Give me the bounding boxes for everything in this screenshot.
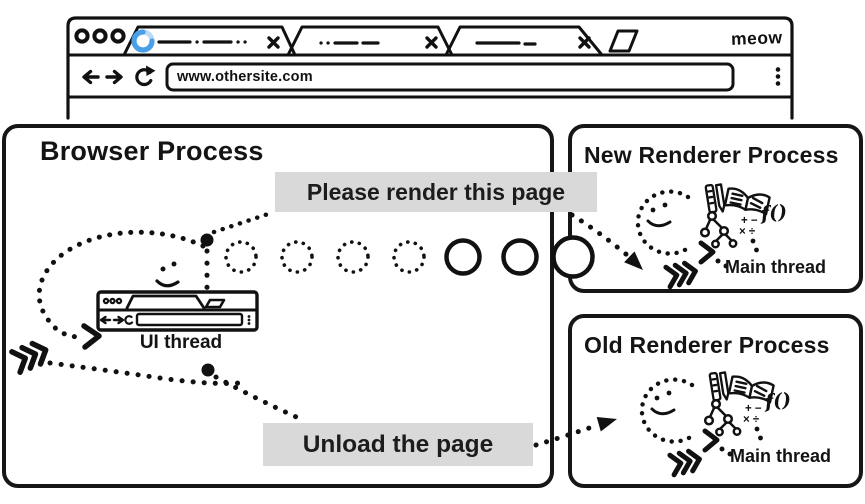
browser-brand: meow bbox=[730, 27, 783, 49]
tab-loading-spinner-icon bbox=[131, 29, 155, 53]
func-trail-dots bbox=[750, 238, 759, 253]
render-message-origin-dot bbox=[200, 233, 214, 247]
dom-tree-icon bbox=[699, 210, 738, 249]
address-bar-field[interactable] bbox=[165, 62, 735, 92]
browser-window-frame bbox=[66, 16, 794, 120]
tab-2[interactable] bbox=[286, 25, 454, 57]
traffic-light-icons[interactable] bbox=[74, 28, 126, 44]
speed-chevrons-icon bbox=[9, 340, 49, 375]
render-message-label: Please render this page bbox=[275, 172, 597, 212]
tab-1-close-icon[interactable] bbox=[267, 36, 280, 49]
ui-thread-loop-dotted bbox=[36, 229, 206, 350]
main-thread-loop-dotted bbox=[635, 189, 695, 256]
back-button-icon[interactable] bbox=[82, 69, 100, 85]
ui-thread-browser-icon bbox=[96, 290, 259, 332]
tab-3[interactable] bbox=[444, 25, 604, 57]
math-symbols-bottom: × ÷ bbox=[739, 226, 756, 238]
ruler-pencil-icon bbox=[704, 183, 726, 214]
tab-3-close-icon[interactable] bbox=[578, 36, 591, 49]
tab-2-close-icon[interactable] bbox=[425, 36, 438, 49]
browser-process-title: Browser Process bbox=[40, 136, 264, 166]
math-symbols-top: + − bbox=[741, 215, 758, 227]
unload-message-arrow bbox=[533, 417, 617, 448]
unload-message-label: Unload the page bbox=[263, 423, 533, 466]
loop-arrow-chevron-icon bbox=[698, 240, 716, 265]
render-message-arrow bbox=[569, 212, 643, 270]
math-symbols-top-old: + − bbox=[745, 403, 762, 415]
new-main-thread-label: Main thread bbox=[725, 257, 827, 277]
loop-arrow-chevron-icon bbox=[81, 323, 102, 350]
new-tab-button[interactable] bbox=[608, 29, 639, 53]
speed-chevrons-icon bbox=[663, 260, 698, 290]
dot-to-render-label-dotted bbox=[211, 210, 274, 235]
tab-1[interactable] bbox=[122, 25, 297, 57]
old-renderer-title: Old Renderer Process bbox=[584, 332, 830, 358]
loop-trail-dots bbox=[715, 258, 729, 269]
tab-3-title-scribble bbox=[475, 41, 537, 46]
math-symbols-bottom-old: × ÷ bbox=[743, 414, 760, 426]
function-glyph-old: f() bbox=[764, 388, 793, 414]
new-renderer-title: New Renderer Process bbox=[584, 142, 839, 168]
browser-smiley-face bbox=[155, 261, 180, 288]
ui-thread-label: UI thread bbox=[139, 332, 223, 353]
unload-message-origin-dot bbox=[201, 363, 215, 377]
ipc-pending-circles bbox=[224, 240, 426, 274]
renderer-smiley-face bbox=[646, 202, 672, 228]
reload-button-icon[interactable] bbox=[135, 65, 156, 87]
window-menu-kebab-icon[interactable] bbox=[775, 67, 781, 86]
ipc-solid-circles bbox=[444, 235, 595, 279]
forward-button-icon[interactable] bbox=[105, 69, 123, 85]
dot-to-unload-label-dotted bbox=[213, 374, 306, 423]
book-icon bbox=[723, 187, 771, 216]
old-main-thread-label: Main thread bbox=[730, 446, 832, 466]
speed-trail-dotted bbox=[47, 360, 243, 386]
function-glyph: f() bbox=[760, 200, 789, 226]
address-bar-url[interactable]: www.othersite.com bbox=[177, 69, 313, 85]
